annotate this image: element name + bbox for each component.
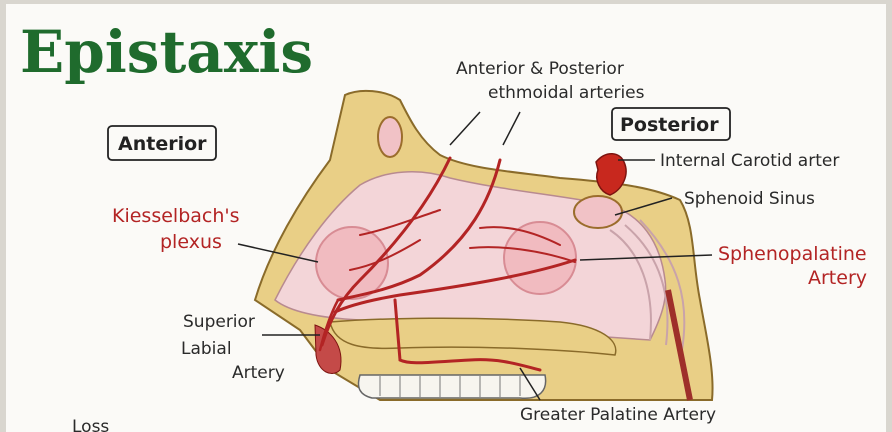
anterior-label: Anterior	[118, 133, 207, 155]
ethmoidal-label-line2: ethmoidal arteries	[488, 83, 645, 103]
superior-labial-label-line1: Superior	[183, 312, 255, 332]
internal-carotid-label: Internal Carotid arter	[660, 151, 839, 171]
kiesselbach-label-line1: Kiesselbach's	[112, 205, 240, 227]
superior-labial-label-line2: Labial	[181, 339, 232, 359]
teeth	[359, 375, 546, 398]
greater-palatine-label: Greater Palatine Artery	[520, 405, 716, 425]
bottom-fragment-text: Loss	[72, 417, 109, 432]
sphenoid-sinus-label: Sphenoid Sinus	[684, 189, 815, 209]
superior-labial-label-line3: Artery	[232, 363, 285, 383]
frontal-sinus	[378, 117, 402, 157]
page-title: Epistaxis	[20, 18, 313, 86]
posterior-label: Posterior	[620, 114, 719, 136]
ethmoidal-label-line1: Anterior & Posterior	[456, 59, 624, 79]
sphenopalatine-label-line2: Artery	[808, 267, 867, 289]
sphenopalatine-label-line1: Sphenopalatine	[718, 243, 867, 265]
sphenoid-sinus-shape	[574, 196, 622, 228]
kiesselbach-label-line2: plexus	[160, 231, 222, 253]
